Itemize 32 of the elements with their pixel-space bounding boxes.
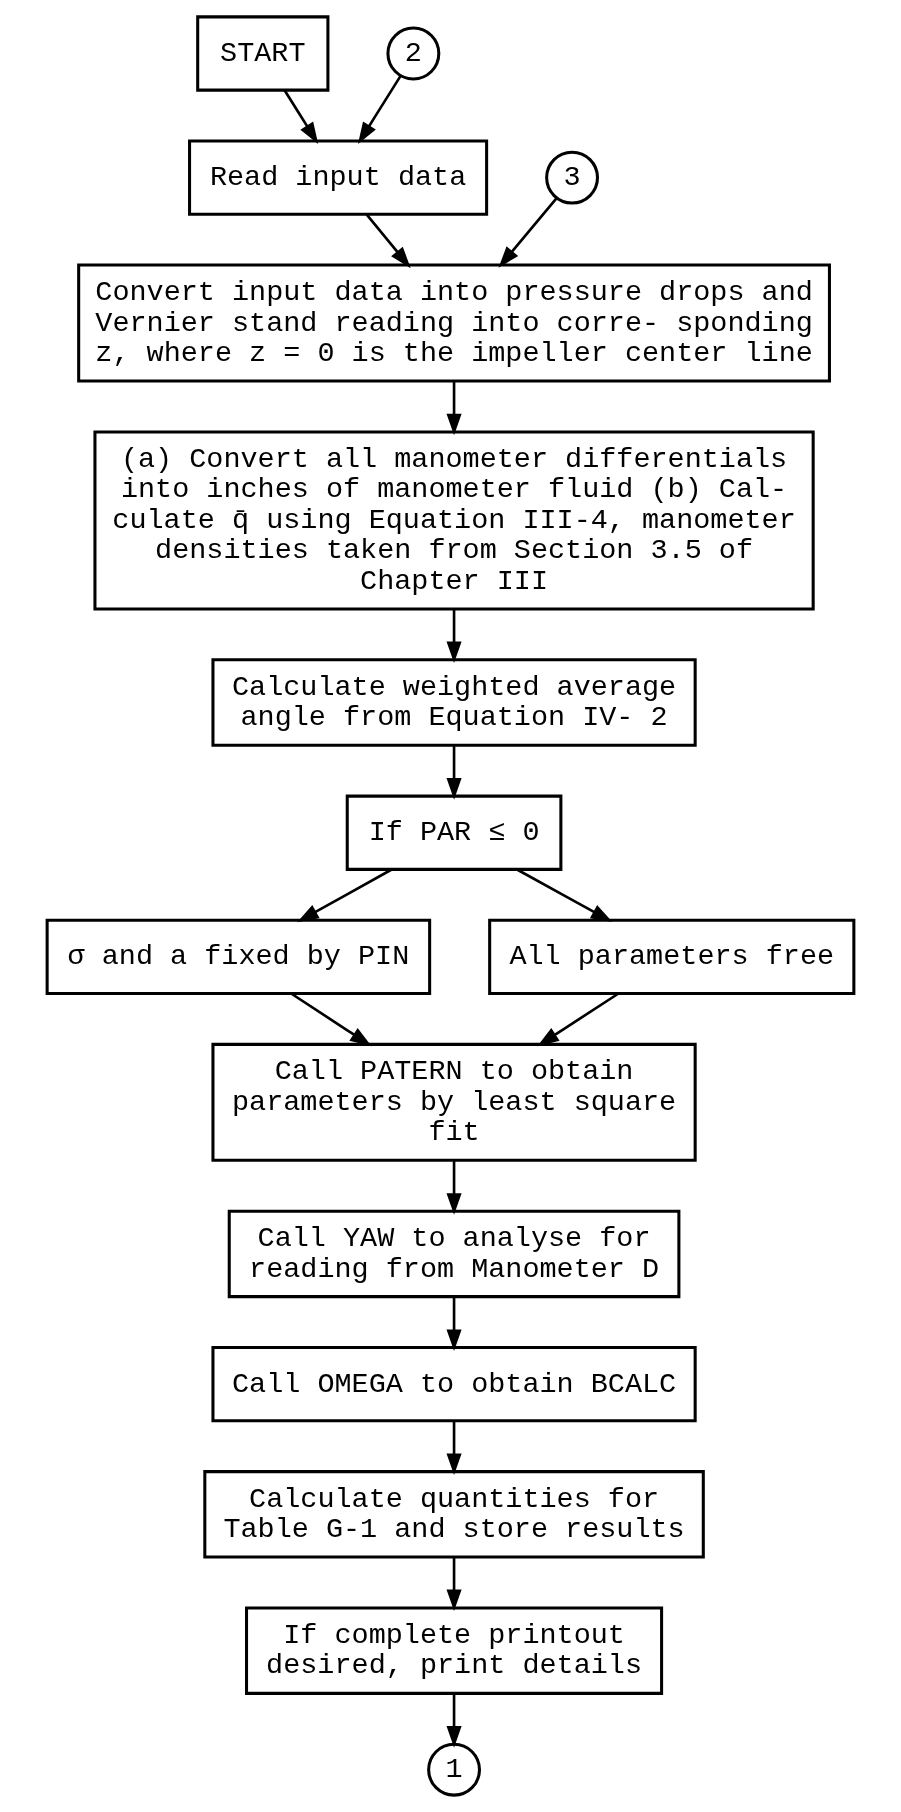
node-box: (a) Convert all manometer differentials into inches of manometer fluid (b) Cal- culate q̄ using Equation III-4, manometer densities taken from Section 3.5 of Chapter III bbox=[93, 430, 815, 611]
arrow bbox=[446, 609, 462, 663]
node-box: Read input data bbox=[188, 139, 489, 216]
node-circle: 3 bbox=[545, 150, 600, 205]
node-circle: 1 bbox=[427, 1742, 481, 1797]
node-box: Calculate quantities for Table G-1 and store results bbox=[203, 1470, 705, 1559]
arrow bbox=[446, 381, 462, 436]
arrow bbox=[516, 868, 613, 923]
node-box: START bbox=[196, 15, 330, 92]
node-box: Convert input data into pressure drops and Vernier stand reading into corre- sponding z, where z = 0 is the impeller center line bbox=[77, 263, 831, 383]
arrow bbox=[537, 992, 620, 1047]
node-circle: 2 bbox=[386, 26, 441, 81]
node-box: If complete printout desired, print details bbox=[245, 1606, 664, 1695]
arrow bbox=[365, 213, 411, 269]
arrow bbox=[283, 89, 319, 144]
node-box: Call PATERN to obtain parameters by least square fit bbox=[211, 1042, 697, 1162]
node-box: Calculate weighted average angle from Equation IV- 2 bbox=[211, 658, 697, 747]
arrow bbox=[446, 1297, 462, 1352]
arrow bbox=[290, 992, 372, 1047]
node-box: σ and a fixed by PIN bbox=[45, 918, 432, 995]
arrow bbox=[446, 1421, 462, 1476]
arrow bbox=[446, 745, 462, 800]
node-box: If PAR ≤ 0 bbox=[345, 794, 563, 871]
arrow bbox=[446, 1557, 462, 1612]
arrow bbox=[498, 197, 558, 268]
arrow bbox=[357, 75, 402, 144]
arrow bbox=[446, 1161, 462, 1215]
node-box: All parameters free bbox=[488, 918, 856, 995]
node-box: Call OMEGA to obtain BCALC bbox=[211, 1346, 697, 1423]
arrow bbox=[297, 868, 393, 923]
node-box: Call YAW to analyse for reading from Manometer D bbox=[227, 1209, 681, 1299]
arrow bbox=[446, 1693, 462, 1748]
